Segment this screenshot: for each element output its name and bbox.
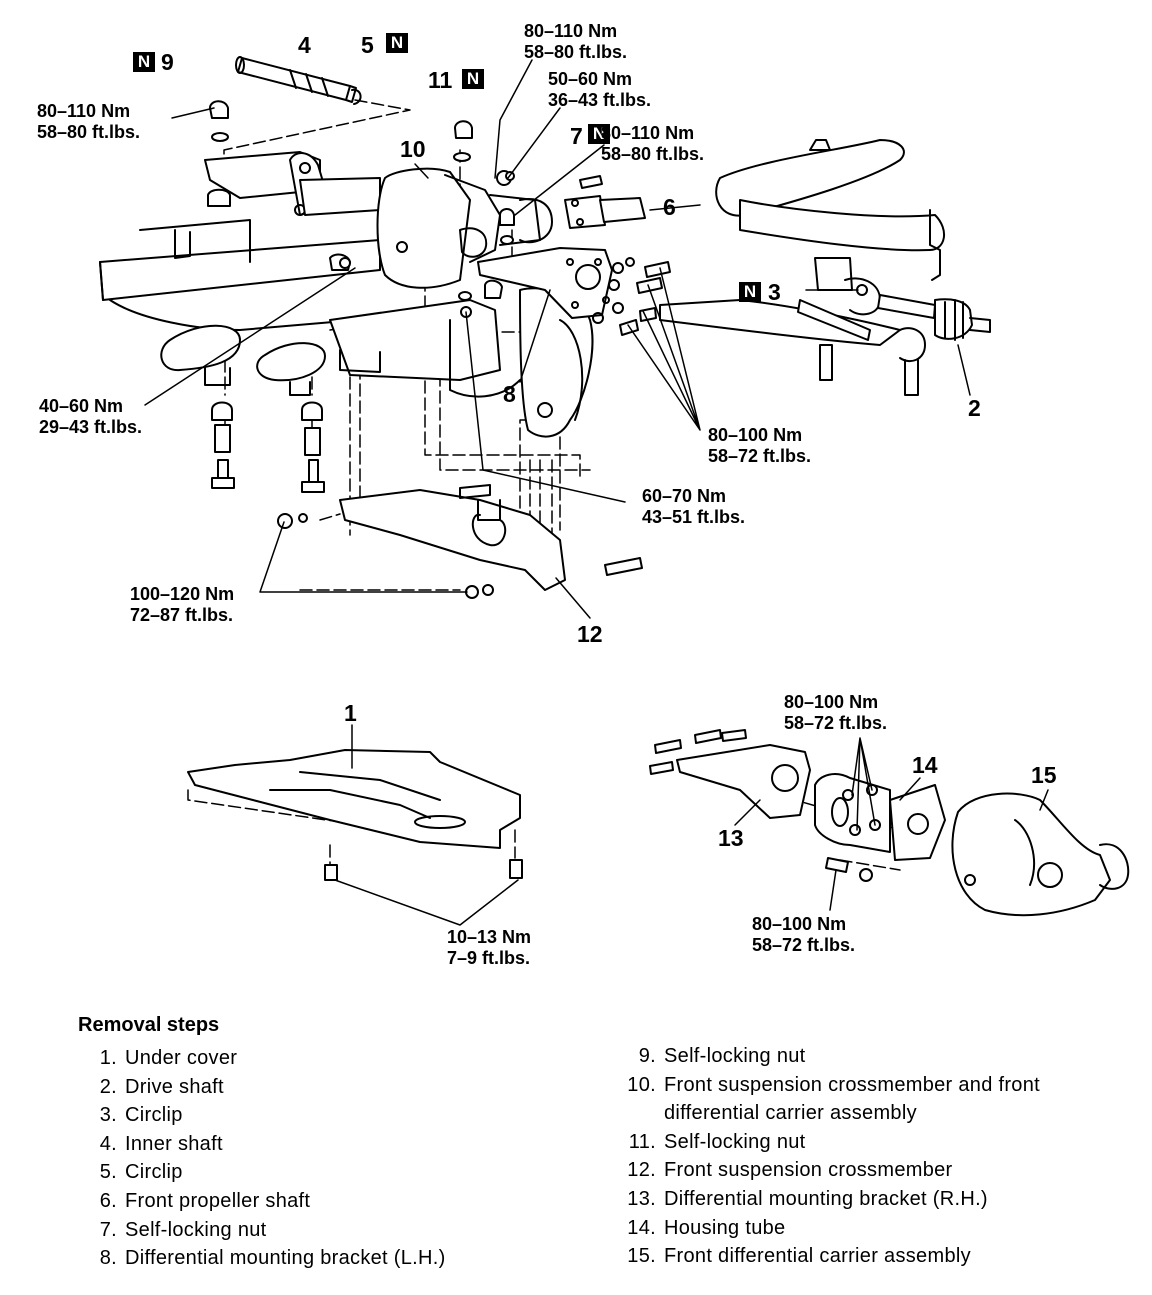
- removal-steps-right: 9. Self-locking nut 10. Front suspension cr…: [608, 1042, 1040, 1271]
- removal-step: 2. Drive shaft: [52, 1073, 446, 1102]
- step-text: Inner shaft: [125, 1132, 223, 1155]
- suspension-arm-drawing: [659, 139, 945, 396]
- step-number: 10.: [627, 1073, 656, 1096]
- part-number-10: 10: [400, 136, 426, 162]
- front-crossmember-drawing: [277, 484, 643, 599]
- differential-carrier-drawing: [951, 792, 1130, 917]
- part-number-5: 5: [361, 32, 374, 58]
- step-number: 7.: [99, 1218, 117, 1241]
- part-number-2: 2: [968, 395, 981, 421]
- removal-step: 13. Differential mounting bracket (R.H.): [608, 1185, 1040, 1214]
- step-text: Drive shaft: [125, 1075, 224, 1098]
- removal-step: 1. Under cover: [52, 1044, 446, 1073]
- removal-step: 4. Inner shaft: [52, 1130, 446, 1159]
- propeller-shaft-drawing: [564, 175, 646, 229]
- part-number-14: 14: [912, 752, 938, 778]
- removal-step: 15. Front differential carrier assembly: [608, 1242, 1040, 1271]
- bracket-bolts-drawing: [592, 257, 671, 336]
- step-text: Self-locking nut: [664, 1130, 806, 1153]
- removal-step: 12. Front suspension crossmember: [608, 1156, 1040, 1185]
- step-number: 6.: [99, 1189, 117, 1212]
- n-mark: N: [739, 282, 761, 302]
- nuts-washers-drawing: [207, 100, 515, 318]
- under-cover-drawing: [187, 749, 523, 881]
- step-text: Front suspension crossmember: [664, 1159, 953, 1182]
- part-number-9: 9: [161, 49, 174, 75]
- exploded-view-drawing: [99, 56, 1130, 926]
- step-number: 13.: [627, 1187, 656, 1210]
- removal-steps-left: 1. Under cover 2. Drive shaft 3. Circlip 4. Inn…: [52, 1044, 446, 1273]
- step-text: Circlip: [125, 1161, 183, 1184]
- step-text: Differential mounting bracket (R.H.): [664, 1187, 988, 1210]
- part-number-11: 11: [428, 67, 453, 93]
- part-number-15: 15: [1031, 762, 1057, 788]
- n-mark: N: [462, 69, 484, 89]
- removal-step: differential carrier assembly: [608, 1099, 1040, 1128]
- removal-step: 10. Front suspension crossmember and fron…: [608, 1071, 1040, 1100]
- step-text: Front suspension crossmember and front: [664, 1073, 1041, 1096]
- mounting-bracket-rh-drawing: [649, 729, 811, 819]
- removal-step: 7. Self-locking nut: [52, 1216, 446, 1245]
- step-text: Self-locking nut: [664, 1045, 806, 1067]
- step-number: 9.: [638, 1045, 656, 1067]
- leader-lines: [144, 59, 1049, 926]
- step-text: Differential mounting bracket (L.H.): [125, 1247, 446, 1270]
- drive-shaft-drawing: [856, 284, 991, 341]
- step-number: 8.: [99, 1247, 117, 1270]
- step-number: 15.: [627, 1245, 656, 1268]
- crossmember-differential-drawing: [204, 151, 553, 289]
- part-number-3: 3: [768, 279, 781, 305]
- part-number-12: 12: [577, 621, 603, 647]
- mount-bolts-drawing: [211, 401, 325, 493]
- step-number: 4.: [99, 1132, 117, 1155]
- inner-shaft-drawing: [235, 56, 362, 105]
- step-number: [608, 1099, 664, 1128]
- removal-step: 6. Front propeller shaft: [52, 1187, 446, 1216]
- removal-step: 3. Circlip: [52, 1101, 446, 1130]
- step-text: differential carrier assembly: [664, 1102, 917, 1125]
- removal-step: 11. Self-locking nut: [608, 1128, 1040, 1157]
- step-number: 5.: [99, 1161, 117, 1184]
- removal-step: 9. Self-locking nut: [608, 1042, 1040, 1071]
- step-number: 1.: [99, 1047, 117, 1069]
- part-number-6: 6: [663, 194, 676, 220]
- step-number: 14.: [627, 1216, 656, 1239]
- step-number: 11.: [628, 1130, 656, 1153]
- n-mark: N: [133, 52, 155, 72]
- step-number: 12.: [627, 1159, 656, 1182]
- step-text: Front propeller shaft: [125, 1189, 311, 1212]
- part-number-4: 4: [298, 32, 311, 58]
- step-text: Front differential carrier assembly: [664, 1245, 971, 1268]
- step-text: Circlip: [125, 1104, 183, 1127]
- frame-rail-drawing: [99, 219, 381, 396]
- removal-step: 8. Differential mounting bracket (L.H.): [52, 1244, 446, 1273]
- step-text: Under cover: [125, 1047, 238, 1069]
- housing-tube-drawing: [814, 773, 946, 882]
- removal-step: 5. Circlip: [52, 1158, 446, 1187]
- step-number: 2.: [99, 1075, 117, 1098]
- part-number-7: 7: [570, 123, 583, 149]
- step-number: 3.: [99, 1104, 117, 1127]
- step-text: Housing tube: [664, 1216, 786, 1239]
- n-mark: N: [588, 124, 610, 144]
- part-number-1: 1: [344, 700, 357, 726]
- part-number-13: 13: [718, 825, 744, 851]
- removal-steps-title: Removal steps: [78, 1014, 220, 1036]
- removal-step: 14. Housing tube: [608, 1214, 1040, 1243]
- n-mark: N: [386, 33, 408, 53]
- part-number-8: 8: [503, 381, 516, 407]
- step-text: Self-locking nut: [125, 1218, 267, 1241]
